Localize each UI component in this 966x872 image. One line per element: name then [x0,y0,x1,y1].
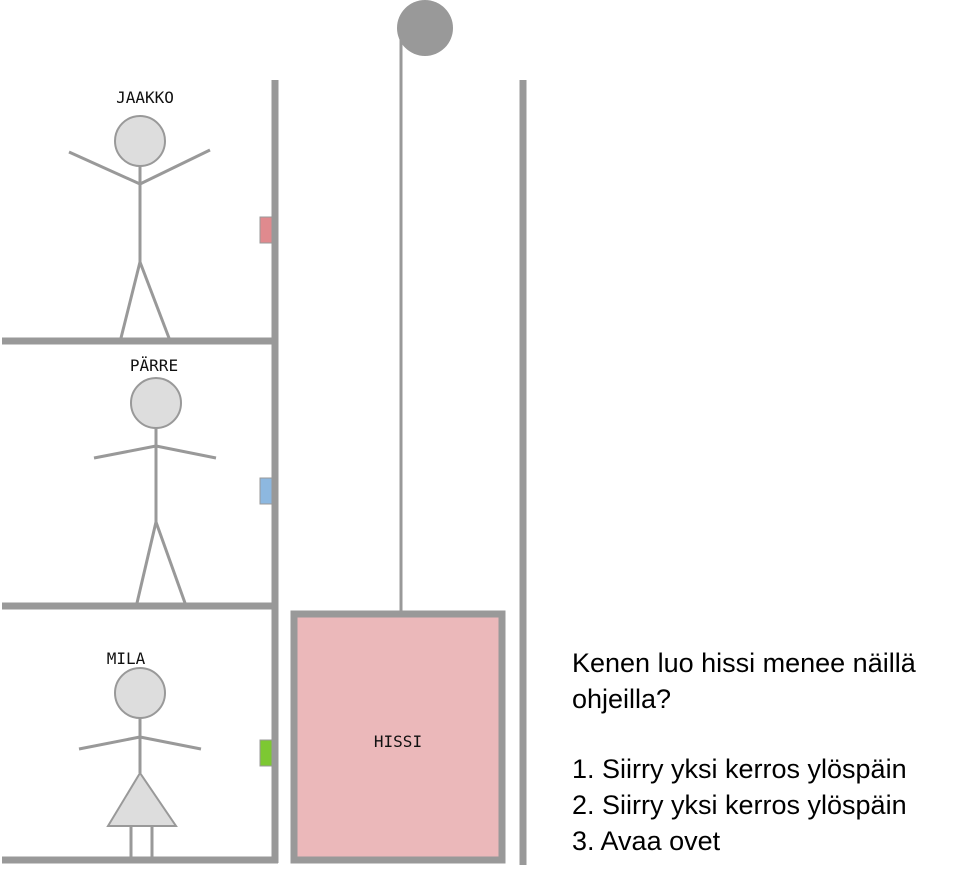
person-right-leg [138,261,171,339]
instruction-step-1: 1. Siirry yksi kerros ylöspäin [572,754,907,784]
person-name-floor-1: MILA [107,649,146,668]
call-button-floor-2 [259,477,273,505]
question-line-1: Kenen luo hissi menee näillä [572,648,916,678]
elevator-car [290,610,506,864]
person-left-leg [119,261,142,339]
call-button-floor-1 [259,739,273,767]
person-right-arm [155,444,217,460]
person-left-leg [135,521,158,604]
pulley-icon [397,0,453,56]
person-figure-1 [68,115,211,339]
instruction-step-3: 3. Avaa ovet [572,826,721,856]
call-button-floor-3 [259,216,273,244]
instruction-step-2: 2. Siirry yksi kerros ylöspäin [572,790,907,820]
person-left-arm [68,150,141,186]
question-spacer [572,717,966,751]
person-right-arm [139,735,202,751]
person-name-floor-3: JAAKKO [116,88,174,107]
person-right-leg [154,521,187,604]
person-figure-3 [78,667,202,858]
person-name-floor-2: PÄRRE [130,356,178,375]
question-line-2: ohjeilla? [572,684,672,714]
person-head [114,667,166,719]
elevator-label: HISSI [374,732,422,751]
person-left-arm [93,444,157,460]
building [2,80,527,865]
person-left-arm [78,735,141,751]
person-dress [106,771,178,827]
person-head [114,115,166,167]
person-right-arm [139,148,211,186]
question-panel: Kenen luo hissi menee näillä ohjeilla? 1… [572,645,966,859]
person-head [130,377,182,429]
person-figure-2 [93,377,217,604]
